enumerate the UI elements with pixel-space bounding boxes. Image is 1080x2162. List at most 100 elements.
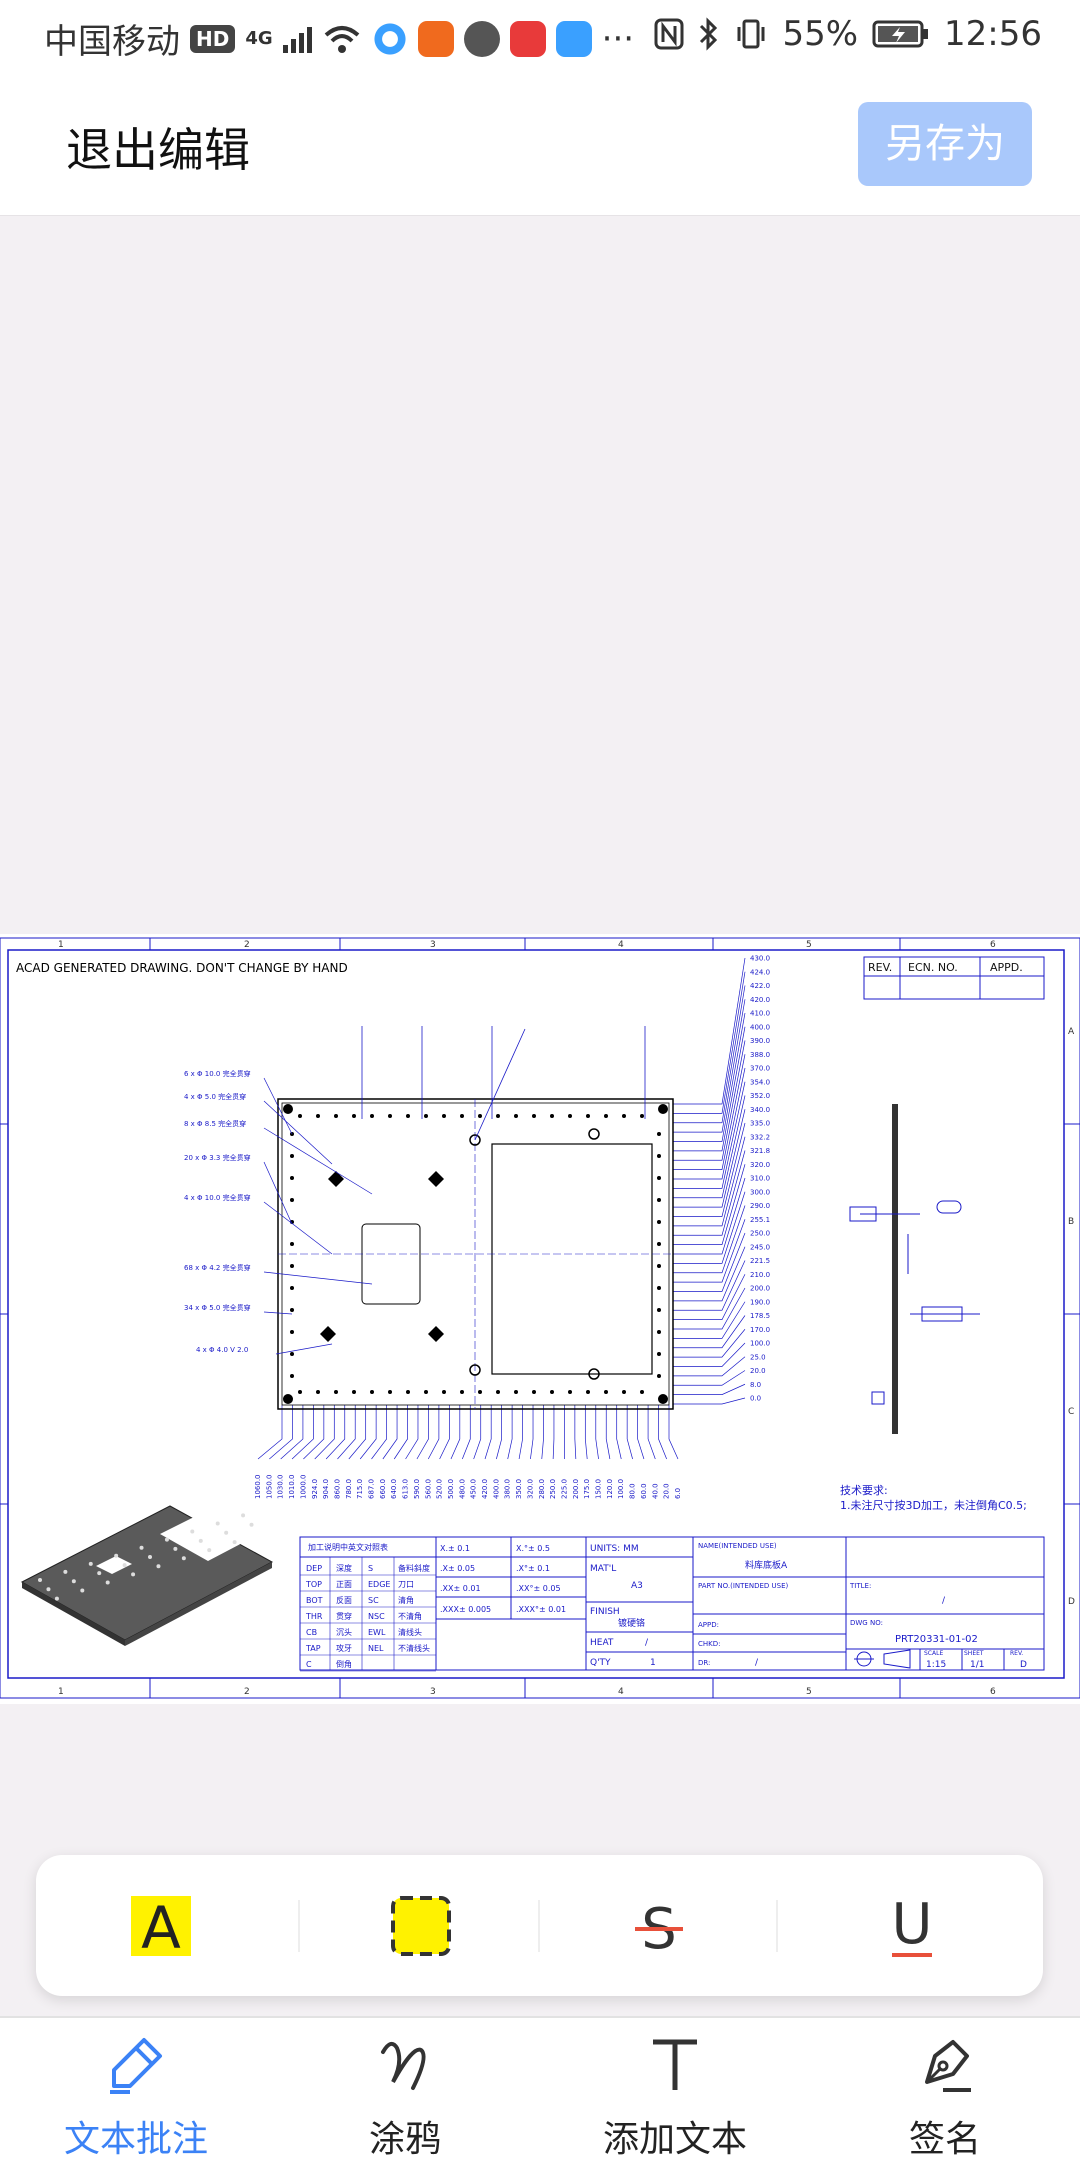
- tab-label: 签名: [835, 2110, 1055, 2162]
- dimension-leader: [269, 1405, 292, 1459]
- col-label: 2: [244, 1687, 250, 1697]
- col-label: 4: [618, 1687, 624, 1697]
- battery-percent: 55%: [782, 14, 858, 54]
- dimension-label: 352.0: [750, 1092, 770, 1100]
- highlighter-pen-icon: [104, 2032, 168, 2096]
- dimension-leader: [673, 1329, 745, 1357]
- dimension-label: 560.0: [424, 1479, 432, 1499]
- dimension-leader: [673, 1109, 745, 1207]
- dimension-leader: [673, 1164, 745, 1244]
- dimension-leader: [428, 1405, 439, 1459]
- hole: [424, 1114, 428, 1118]
- dimension-label: 120.0: [606, 1479, 614, 1499]
- svg-text:DWG NO:: DWG NO:: [850, 1619, 883, 1627]
- hole: [290, 1286, 294, 1290]
- abbrev-cell: 备料斜度: [398, 1563, 430, 1573]
- hole-callout-label: 8 x Φ 8.5 完全贯穿: [184, 1119, 246, 1128]
- vibrate-icon: [734, 18, 768, 50]
- row-label: D: [1068, 1597, 1075, 1607]
- tab-label: 文本批注: [26, 2110, 246, 2162]
- svg-text:.XXX°± 0.01: .XXX°± 0.01: [516, 1605, 566, 1614]
- drawing-page[interactable]: 1 2 3 4 5 6 1 2 3 4 5 6 A B C D ACAD GEN…: [0, 934, 1080, 1704]
- dimension-leader: [326, 1405, 345, 1459]
- underline-tool-button[interactable]: U: [781, 1855, 1043, 1996]
- tab-label: 添加文本: [565, 2110, 785, 2162]
- hole: [406, 1390, 410, 1394]
- tab-signature[interactable]: 签名: [835, 2018, 1055, 2162]
- hole: [424, 1390, 428, 1394]
- svg-text:NAME(INTENDED USE): NAME(INTENDED USE): [698, 1542, 777, 1550]
- dimension-leader: [673, 1261, 745, 1311]
- col-label: 5: [806, 1687, 812, 1697]
- svg-text:CHKD:: CHKD:: [698, 1640, 721, 1648]
- hd-badge: HD: [190, 25, 235, 53]
- bluetooth-icon: [698, 17, 720, 51]
- col-label: 2: [244, 940, 250, 950]
- abbrev-cell: BOT: [306, 1596, 323, 1605]
- dimension-label: 904.0: [322, 1479, 330, 1499]
- dimension-label: 410.0: [750, 1010, 770, 1018]
- tech-requirement-1: 1.未注尺寸按3D加工，未注倒角C0.5;: [840, 1498, 1027, 1512]
- dimension-leader: [673, 1288, 745, 1329]
- document-viewer[interactable]: 1 2 3 4 5 6 1 2 3 4 5 6 A B C D ACAD GEN…: [0, 216, 1080, 1856]
- abbrev-cell: TAP: [305, 1644, 321, 1653]
- highlight-tool-button[interactable]: A: [36, 1855, 286, 1996]
- abbrev-cell: 清角: [398, 1595, 414, 1605]
- scribble-icon: [373, 2032, 437, 2096]
- svg-text:UNITS: MM: UNITS: MM: [590, 1544, 639, 1554]
- iso-hole: [46, 1587, 50, 1591]
- hole-callout-label: 68 x Φ 4.2 完全贯穿: [184, 1263, 251, 1272]
- hole: [316, 1390, 320, 1394]
- save-as-button[interactable]: 另存为: [858, 102, 1032, 186]
- dimension-label: 422.0: [750, 982, 770, 990]
- iso-hole: [123, 1563, 127, 1567]
- dimension-label: 350.0: [515, 1479, 523, 1499]
- row-label: C: [1068, 1407, 1074, 1417]
- iso-hole: [233, 1540, 237, 1544]
- abbrev-cell: 沉头: [336, 1627, 352, 1637]
- hole: [290, 1330, 294, 1334]
- dimension-label: 0.0: [750, 1395, 761, 1403]
- dimension-leader: [648, 1405, 655, 1459]
- tab-add-text[interactable]: 添加文本: [565, 2018, 785, 2162]
- dimension-label: 80.0: [629, 1483, 637, 1499]
- dimension-label: 430.0: [750, 955, 770, 963]
- wifi-icon: [322, 23, 362, 55]
- hole: [388, 1114, 392, 1118]
- tab-text-annotation[interactable]: 文本批注: [26, 2018, 246, 2162]
- callout-leader: [276, 1344, 332, 1354]
- tab-doodle[interactable]: 涂鸦: [295, 2018, 515, 2162]
- iso-hole: [131, 1572, 135, 1576]
- area-highlight-tool-button[interactable]: [306, 1855, 536, 1996]
- dimension-leader: [440, 1405, 450, 1459]
- hole: [657, 1176, 661, 1180]
- dimension-label: 20.0: [663, 1483, 671, 1499]
- dimension-label: 687.0: [368, 1479, 376, 1499]
- dimension-leader: [673, 1274, 745, 1319]
- dimension-label: 100.0: [750, 1340, 770, 1348]
- exit-edit-button[interactable]: 退出编辑: [66, 114, 250, 180]
- hole: [290, 1154, 294, 1158]
- app-icon-notes: [556, 21, 592, 57]
- svg-text:Q'TY: Q'TY: [590, 1658, 611, 1668]
- hole: [496, 1390, 500, 1394]
- dimension-label: 924.0: [311, 1479, 319, 1499]
- tech-requirements-title: 技术要求:: [840, 1484, 888, 1497]
- dimension-label: 332.2: [750, 1133, 770, 1141]
- strikethrough-tool-button[interactable]: S: [541, 1855, 776, 1996]
- underline-icon: U: [880, 1891, 944, 1961]
- hole: [290, 1352, 294, 1356]
- dimension-leader: [575, 1405, 576, 1459]
- dimension-label: 354.0: [750, 1078, 770, 1086]
- hole: [298, 1390, 302, 1394]
- dimension-leader: [673, 1096, 745, 1198]
- dimension-leader: [360, 1405, 376, 1459]
- svg-text:加工说明中英文对照表: 加工说明中英文对照表: [308, 1542, 388, 1552]
- hole: [550, 1390, 554, 1394]
- svg-text:FINISH: FINISH: [590, 1607, 620, 1617]
- dimension-label: 424.0: [750, 968, 770, 976]
- side-view: [850, 1104, 980, 1434]
- hole-callout-label: 6 x Φ 10.0 完全贯穿: [184, 1069, 251, 1078]
- hole: [657, 1198, 661, 1202]
- dimension-label: 221.5: [750, 1257, 770, 1265]
